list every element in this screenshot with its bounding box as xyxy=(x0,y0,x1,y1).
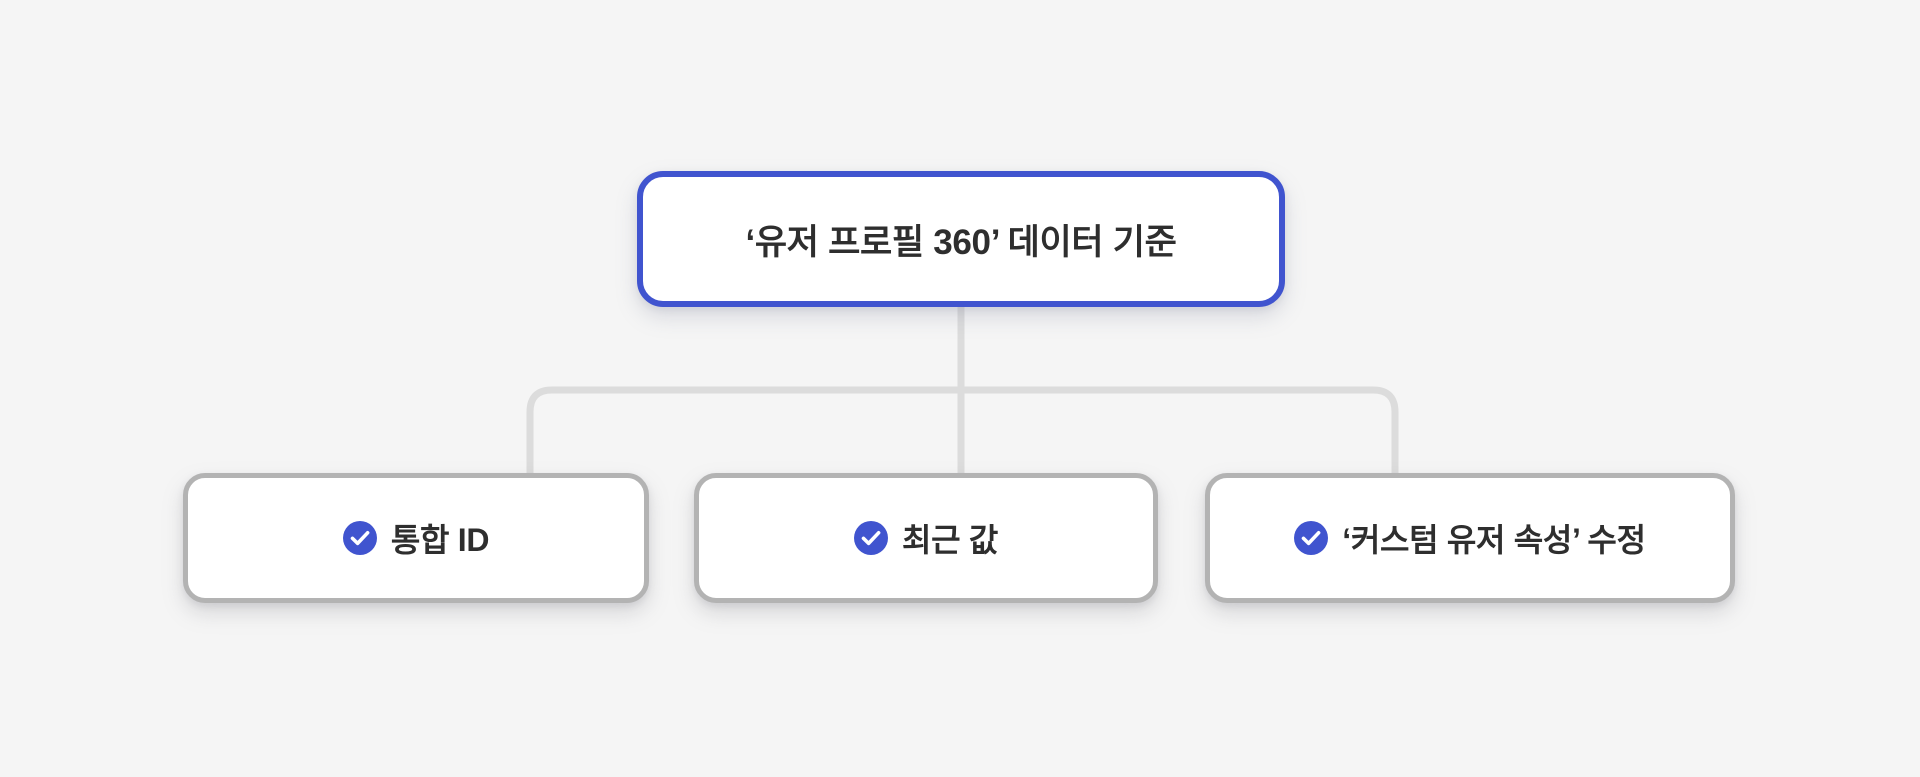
tree-node-child-3-content: ‘커스텀 유저 속성’ 수정 xyxy=(1210,515,1730,561)
connector-bus-left xyxy=(526,386,961,473)
tree-node-child-2[interactable]: 최근 값 xyxy=(694,473,1158,603)
tree-node-child-3-label: ‘커스텀 유저 속성’ 수정 xyxy=(1342,522,1646,558)
tree-node-child-2-label: 최근 값 xyxy=(901,522,998,558)
check-circle-icon xyxy=(342,521,377,555)
tree-node-root[interactable]: ‘유저 프로필 360’ 데이터 기준 xyxy=(637,171,1285,307)
tree-node-child-1-label: 통합 ID xyxy=(390,522,490,558)
tree-node-root-label: ‘유저 프로필 360’ 데이터 기준 xyxy=(745,222,1177,262)
tree-node-child-1-content: 통합 ID xyxy=(188,515,644,561)
check-circle-icon xyxy=(853,521,888,555)
check-circle-icon xyxy=(1294,521,1329,555)
connector-bus-right xyxy=(961,386,1399,473)
tree-node-root-content: ‘유저 프로필 360’ 데이터 기준 xyxy=(643,214,1279,265)
tree-node-child-3[interactable]: ‘커스텀 유저 속성’ 수정 xyxy=(1205,473,1735,603)
tree-node-child-2-content: 최근 값 xyxy=(699,515,1153,561)
tree-node-child-1[interactable]: 통합 ID xyxy=(183,473,649,603)
